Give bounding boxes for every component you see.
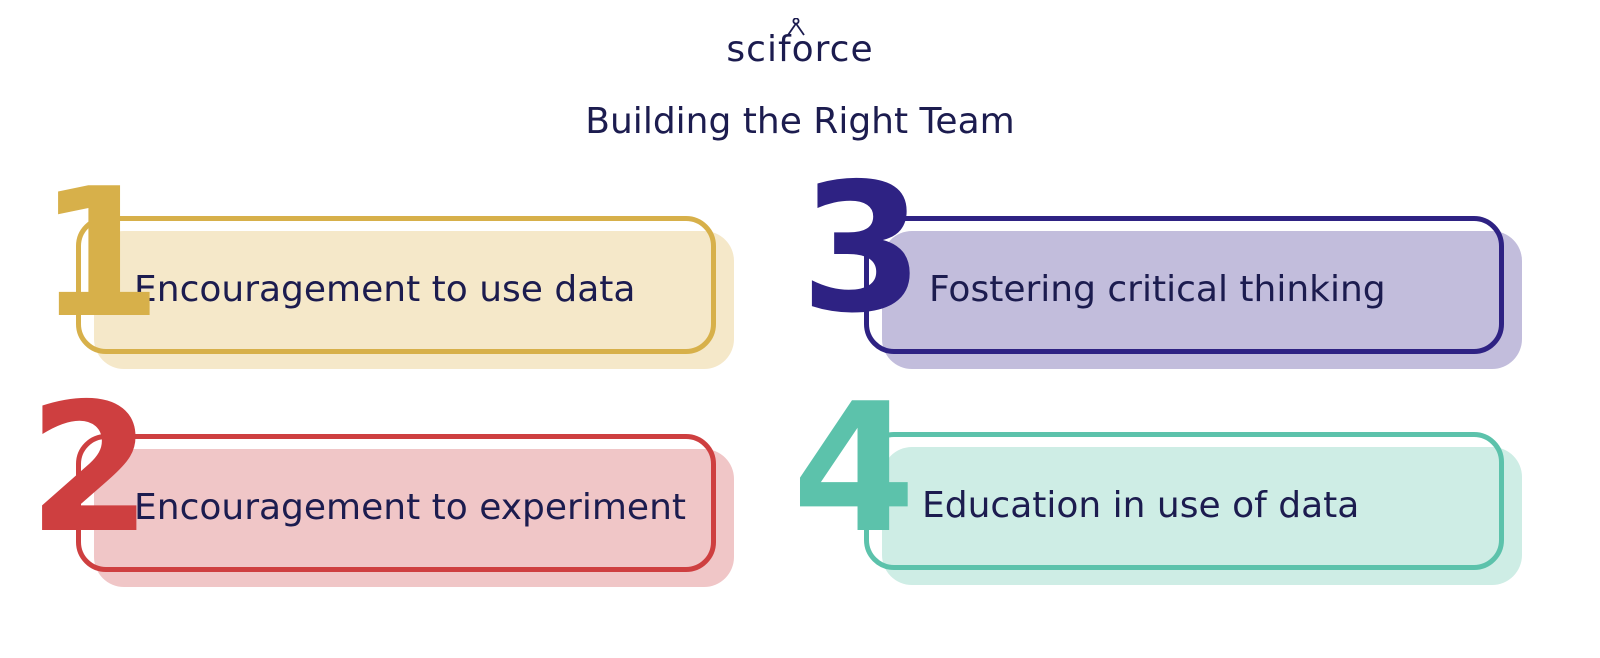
card-2-fill: [94, 449, 734, 587]
number-2: 2: [28, 365, 152, 572]
card-4-fill: [882, 447, 1522, 585]
card-3: Fostering critical thinking: [864, 216, 1522, 369]
card-2-label: Encouragement to experiment: [134, 487, 687, 528]
card-2: Encouragement to experiment: [76, 434, 734, 587]
card-3-outline: [864, 216, 1504, 354]
logo-text: sciforce: [726, 29, 874, 70]
card-1-fill: [94, 231, 734, 369]
logo-network-icon: [787, 18, 806, 36]
card-1: Encouragement to use data: [76, 216, 734, 369]
logo: sciforce: [0, 18, 1600, 72]
number-4: 4: [792, 365, 916, 572]
number-3: 3: [800, 145, 924, 352]
card-4-outline: [864, 432, 1504, 570]
card-2-outline: [76, 434, 716, 572]
card-4: Education in use of data: [864, 432, 1522, 585]
page-title: Building the Right Team: [585, 101, 1015, 142]
card-1-label: Encouragement to use data: [134, 269, 636, 310]
card-3-label: Fostering critical thinking: [929, 269, 1386, 310]
card-4-label: Education in use of data: [922, 485, 1360, 526]
card-1-outline: [76, 216, 716, 354]
number-1: 1: [38, 150, 162, 357]
card-3-fill: [882, 231, 1522, 369]
